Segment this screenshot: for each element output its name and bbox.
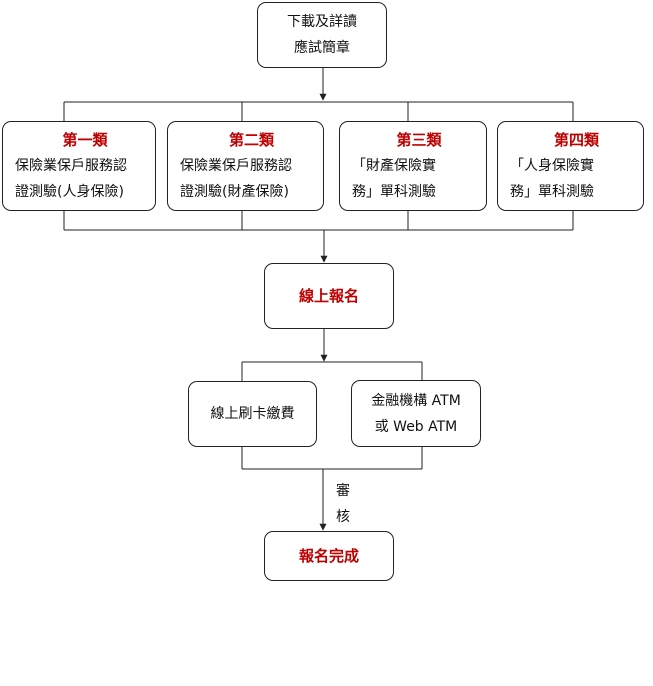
category-3-title: 第三類 — [396, 131, 442, 149]
start-box-line-1: 下載及詳讀 — [287, 14, 357, 30]
register-box: 線上報名 — [264, 263, 394, 329]
category-1-title: 第一類 — [62, 131, 108, 149]
category-3-line-2: 務」單科測驗 — [352, 184, 436, 200]
category-2-line-1: 保險業保戶服務認 — [180, 158, 292, 174]
category-4-title: 第四類 — [553, 131, 599, 149]
category-4-line-1: 「人身保險實 — [510, 158, 594, 174]
category-box-3: 第三類 「財產保險實 務」單科測驗 — [339, 121, 487, 211]
review-char-2: 核 — [336, 509, 350, 525]
register-label: 線上報名 — [298, 287, 359, 305]
start-box-line-2: 應試簡章 — [294, 40, 350, 56]
payment-atm-line-1: 金融機構 ATM — [371, 392, 461, 409]
review-label: 審 核 — [333, 478, 353, 530]
category-2-line-2: 證測驗(財產保險) — [180, 184, 289, 200]
category-4-line-2: 務」單科測驗 — [510, 184, 594, 200]
payment-card-box: 線上刷卡繳費 — [188, 381, 317, 447]
review-char-1: 審 — [336, 483, 350, 499]
category-2-title: 第二類 — [228, 131, 274, 149]
payment-atm-box: 金融機構 ATM 或 Web ATM — [351, 380, 481, 447]
done-label: 報名完成 — [298, 547, 359, 565]
start-box: 下載及詳讀 應試簡章 — [257, 2, 387, 68]
category-3-line-1: 「財產保險實 — [352, 158, 436, 174]
payment-atm-line-2: 或 Web ATM — [374, 418, 458, 435]
category-box-4: 第四類 「人身保險實 務」單科測驗 — [497, 121, 644, 211]
category-box-2: 第二類 保險業保戶服務認 證測驗(財產保險) — [167, 121, 324, 211]
category-1-line-2: 證測驗(人身保險) — [15, 184, 124, 200]
payment-card-label: 線上刷卡繳費 — [210, 406, 295, 422]
category-1-line-1: 保險業保戶服務認 — [15, 158, 127, 174]
category-box-1: 第一類 保險業保戶服務認 證測驗(人身保險) — [2, 121, 156, 211]
done-box: 報名完成 — [264, 531, 394, 581]
